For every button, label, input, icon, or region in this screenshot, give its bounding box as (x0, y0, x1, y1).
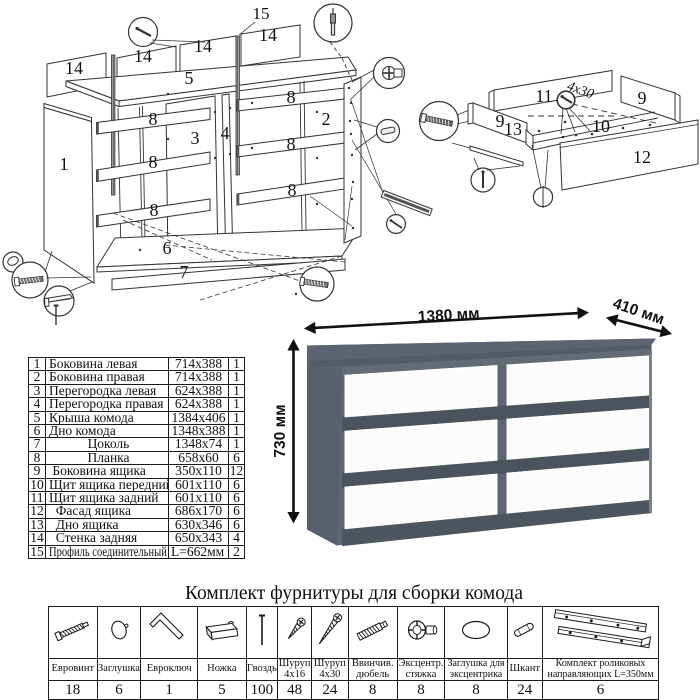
svg-text:12: 12 (633, 147, 651, 167)
svg-text:14: 14 (194, 36, 212, 56)
svg-text:8: 8 (287, 87, 296, 107)
svg-text:8: 8 (149, 152, 158, 172)
svg-text:9: 9 (496, 111, 505, 131)
svg-text:14: 14 (259, 25, 277, 45)
svg-text:5: 5 (185, 68, 194, 88)
svg-text:3: 3 (191, 128, 200, 148)
svg-text:9: 9 (638, 88, 647, 108)
svg-text:6: 6 (163, 238, 172, 258)
svg-text:15: 15 (253, 4, 270, 23)
svg-text:8: 8 (288, 180, 297, 200)
svg-text:2: 2 (322, 109, 331, 129)
svg-text:13: 13 (504, 119, 522, 139)
svg-text:410 мм: 410 мм (611, 295, 667, 328)
svg-text:1380 мм: 1380 мм (417, 305, 480, 325)
svg-text:1: 1 (60, 154, 69, 174)
svg-text:8: 8 (149, 109, 158, 129)
svg-text:11: 11 (535, 86, 552, 106)
svg-text:10: 10 (592, 116, 610, 136)
svg-text:8: 8 (150, 200, 159, 220)
svg-text:4: 4 (221, 123, 230, 143)
svg-text:7: 7 (180, 262, 189, 282)
svg-text:14: 14 (65, 58, 83, 78)
svg-text:730 мм: 730 мм (272, 404, 289, 457)
svg-text:8: 8 (287, 134, 296, 154)
svg-text:14: 14 (134, 46, 152, 66)
